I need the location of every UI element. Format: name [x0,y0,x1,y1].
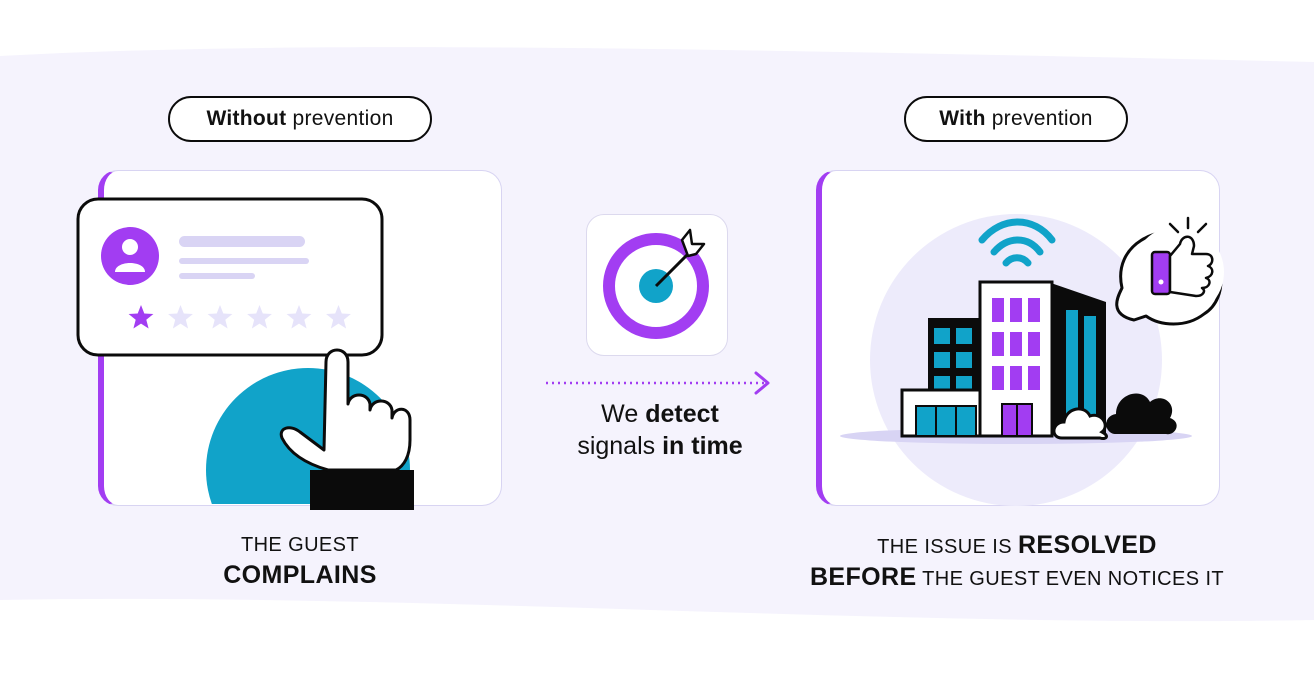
star-rating [128,305,351,329]
pill-text: prevention [292,107,394,130]
hotel-illustration [840,214,1224,506]
with-prevention-pill: With prevention [904,96,1128,142]
arrow-dotted [546,371,770,395]
star-empty-icon [168,305,193,329]
thumbs-up-icon [1115,216,1224,326]
star-empty-icon [247,305,272,329]
cloud-shape [1052,393,1177,440]
right-caption-bold1: RESOLVED [1017,531,1157,559]
star-empty-icon [207,305,233,329]
wifi-icon [978,218,1056,267]
right-caption-bold2: BEFORE [809,563,917,591]
star-filled-icon [128,305,154,329]
detect-text-w1: We [601,400,639,428]
without-prevention-pill: Without prevention [168,96,432,142]
right-caption-pre: THE ISSUE IS [877,536,1012,558]
detect-text-w2: signals [577,432,656,460]
pointing-hand-icon [279,348,414,510]
avatar [101,227,159,285]
pill-bold-text: Without [206,107,287,130]
right-caption: THE ISSUE IS RESOLVED BEFORE THE GUEST E… [784,530,1250,594]
target-icon [603,228,709,339]
left-caption: THE GUEST COMPLAINS [170,530,430,590]
detect-text-b1: detect [645,400,719,428]
left-caption-line2: COMPLAINS [223,561,377,589]
pill-bold-text: With [939,107,986,130]
detect-text-b2: in time [662,432,743,460]
left-caption-line1: THE GUEST [240,534,360,556]
review-line-3 [179,273,255,279]
review-line-2 [179,258,309,264]
pill-text: prevention [991,107,1093,130]
right-caption-post: THE GUEST EVEN NOTICES IT [922,568,1225,590]
star-empty-icon [286,305,312,329]
review-line-1 [179,236,305,247]
star-empty-icon [326,305,351,329]
detect-text: We detect signals in time [540,398,780,462]
